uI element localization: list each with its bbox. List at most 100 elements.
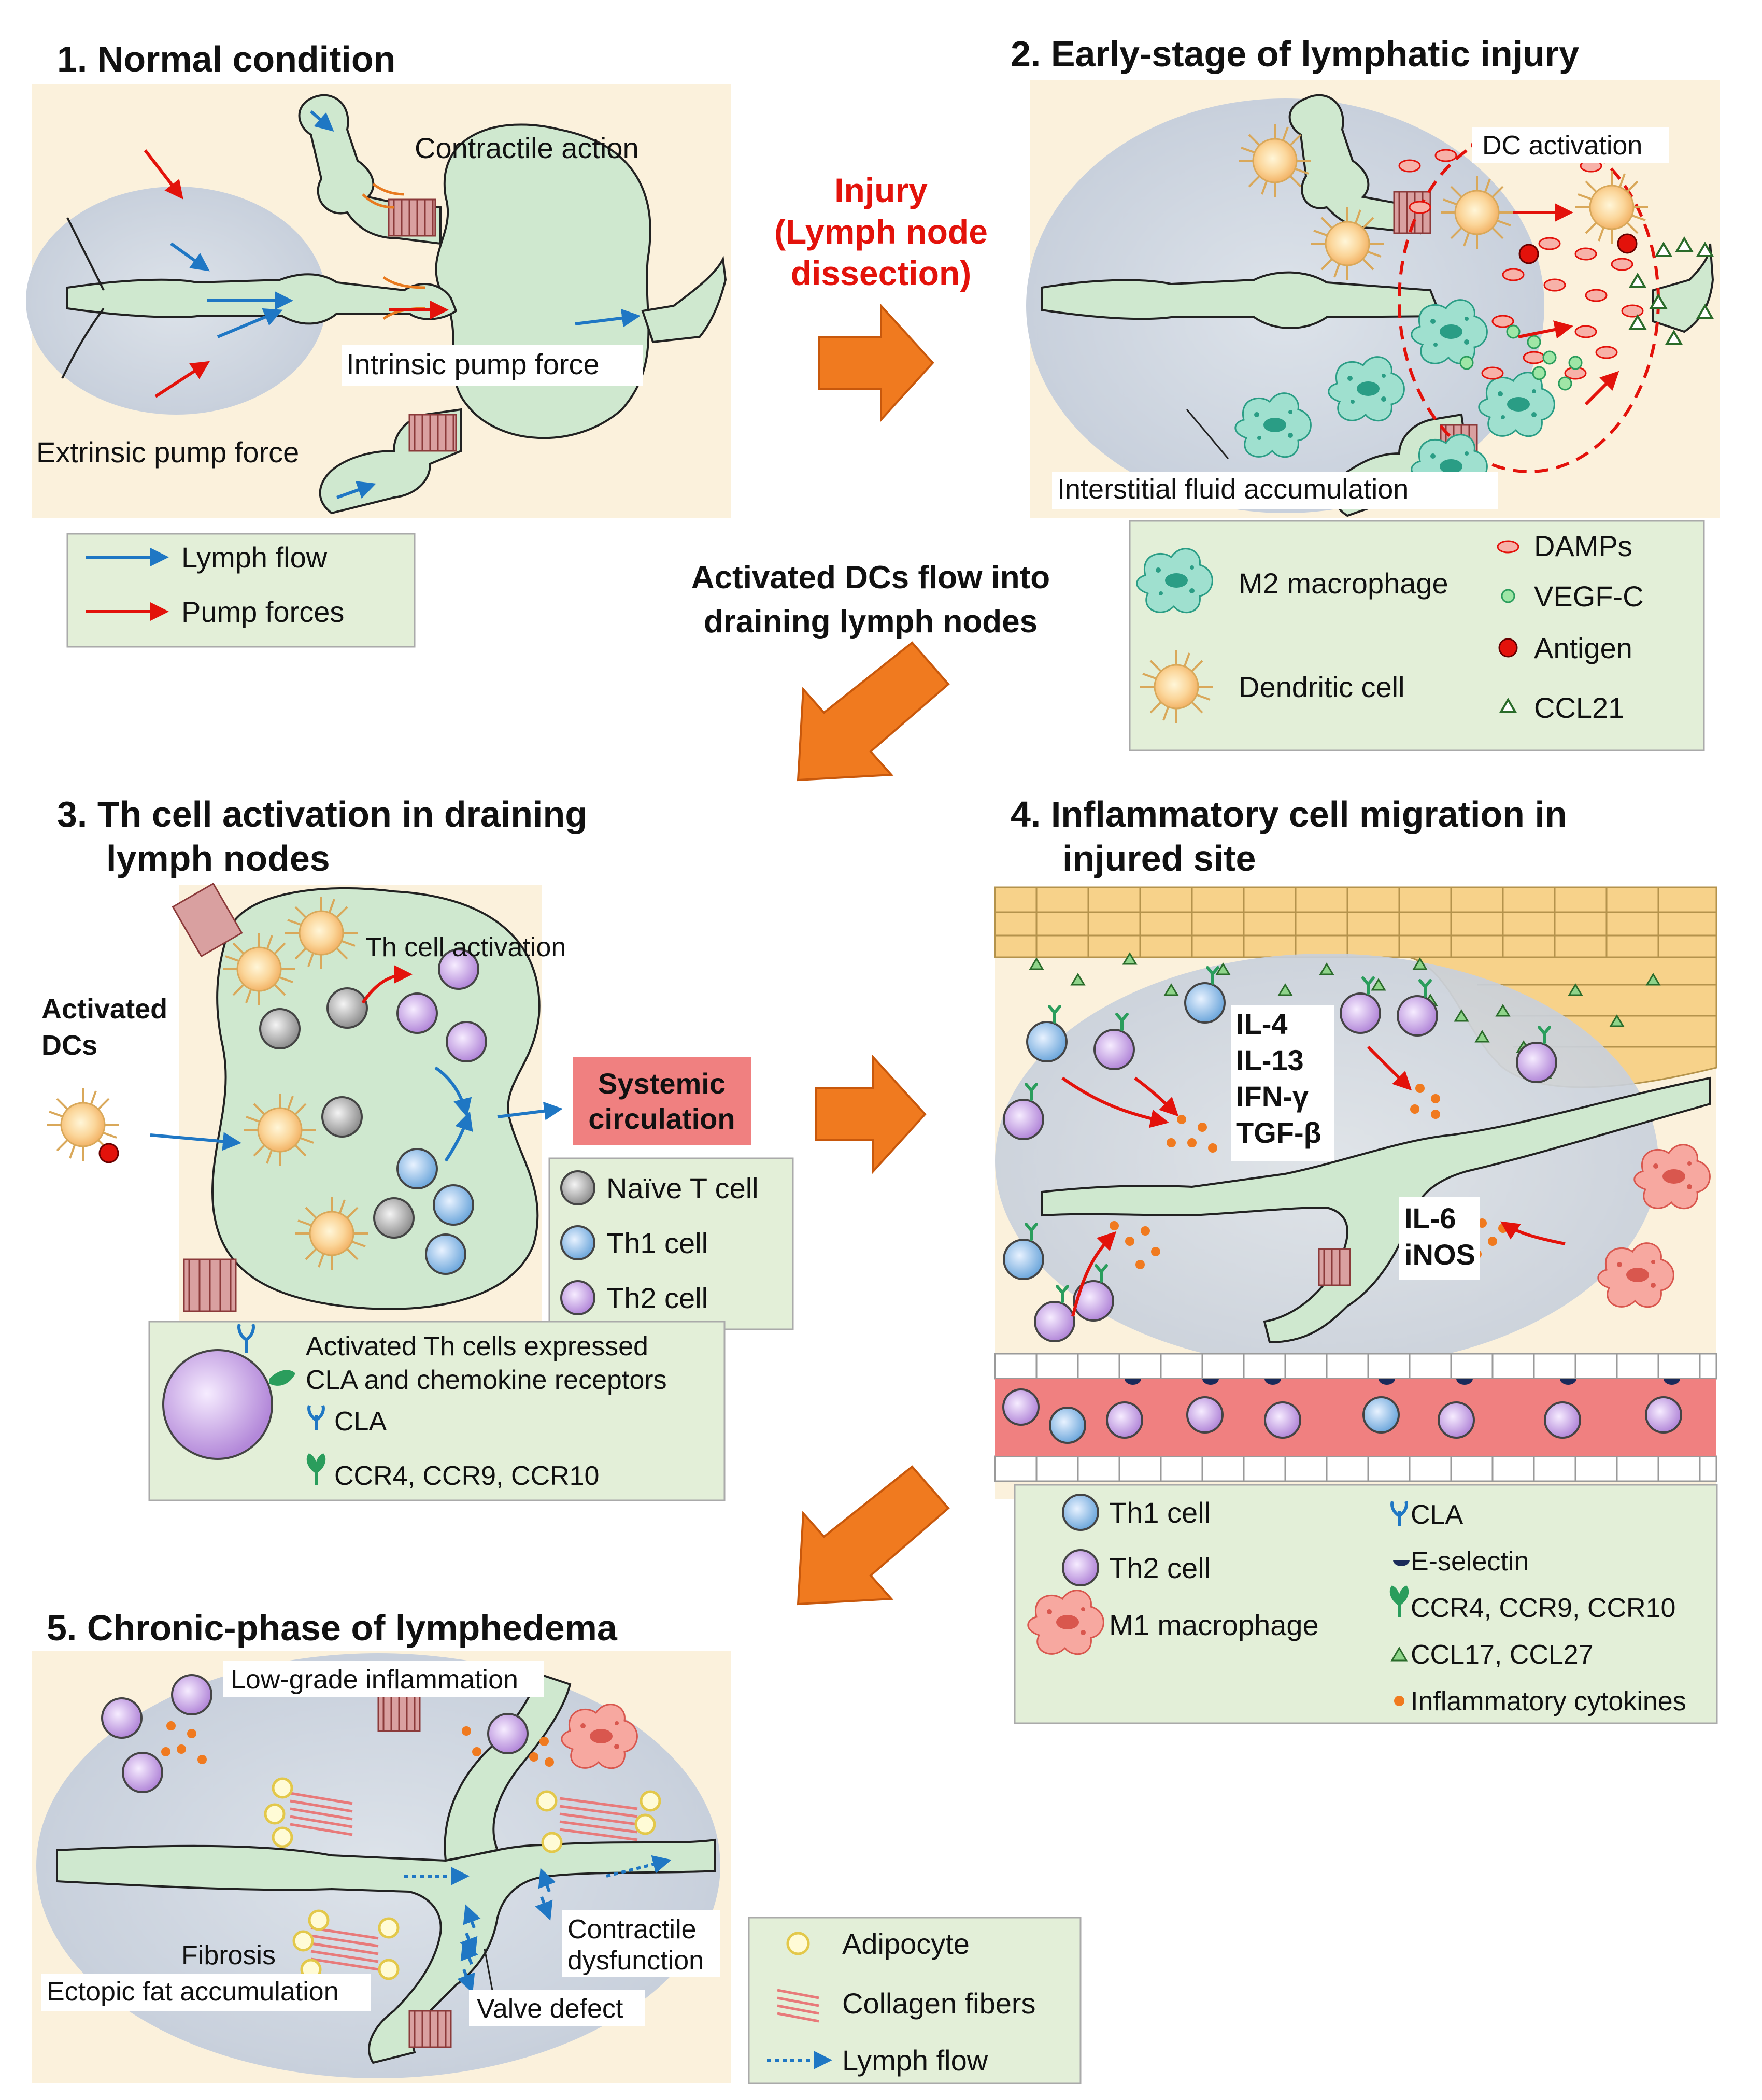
activated-dcs-label-1: Activated	[41, 994, 167, 1025]
legend-ccl-label: CCL17, CCL27	[1411, 1640, 1594, 1670]
panel-3-flow-arrows	[150, 1066, 563, 1162]
ccl21-particles	[1628, 236, 1714, 345]
legend-damps-label: DAMPs	[1534, 530, 1632, 562]
contractile-label-bg	[562, 1910, 720, 1977]
muscle-band-bottom	[408, 414, 457, 452]
interstitial-fluid-label: Interstitial fluid accumulation	[1057, 474, 1409, 505]
legend-dc-label: Dendritic cell	[1239, 671, 1405, 703]
th1-cell	[1003, 1239, 1044, 1280]
legend-dc-icon	[1139, 649, 1214, 724]
th2-cell	[122, 1752, 163, 1793]
vegf-c-particles	[1459, 324, 1583, 391]
dc-activation-label: DC activation	[1482, 131, 1642, 161]
legend-vegfc-icon	[1501, 589, 1515, 603]
th2-cell	[1645, 1396, 1682, 1434]
lymph-node	[435, 123, 651, 439]
legend-e-selectin-icon	[1393, 1560, 1410, 1566]
panel-1-title: 1. Normal condition	[57, 39, 395, 79]
systemic-label-2: circulation	[588, 1102, 735, 1135]
panel-3-th-activation: 3. Th cell activation in draining lymph …	[41, 794, 794, 1501]
legend-naive-label: Naïve T cell	[606, 1172, 759, 1204]
th2-cell	[1438, 1401, 1475, 1439]
dc-flow-transition: Activated DCs flow into draining lymph n…	[691, 560, 1050, 782]
th2-cell	[1340, 992, 1381, 1034]
th1-cell	[1049, 1407, 1086, 1444]
dendritic-cell	[1310, 206, 1385, 281]
interstitial-pointer	[1186, 409, 1229, 459]
panel-5-title: 5. Chronic-phase of lymphedema	[47, 1608, 618, 1648]
cytokine-inos: iNOS	[1404, 1238, 1475, 1271]
contractile-dysfunction-label-2: dysfunction	[567, 1946, 704, 1976]
th-cell-activation-label: Th cell activation	[365, 932, 566, 962]
th1-cell	[1362, 1396, 1400, 1434]
contractile-dysfunction-label-1: Contractile	[567, 1914, 697, 1945]
cytokine-ifng: IFN-γ	[1236, 1080, 1309, 1113]
blood-vessel-lumen	[995, 1379, 1716, 1456]
injury-label-3: dissection)	[791, 254, 971, 292]
antigen-particles	[1518, 233, 1638, 264]
naive-t-cell	[373, 1197, 415, 1239]
initial-lymphatic	[66, 273, 458, 325]
legend-th2-label: Th2 cell	[606, 1282, 708, 1314]
systemic-circulation-box	[573, 1057, 751, 1145]
th2-cell	[1093, 1029, 1135, 1070]
legend-e-selectin-label: E-selectin	[1411, 1546, 1529, 1577]
panel-4-legend	[1014, 1484, 1718, 1724]
chronic-big-arrow	[797, 1465, 950, 1606]
dendritic-cell	[243, 1092, 317, 1167]
cytokine-label-bg	[1231, 1005, 1334, 1161]
pump-force-arrows	[144, 149, 449, 398]
th2-cell	[1073, 1280, 1114, 1322]
th2-cell	[487, 1713, 529, 1754]
th2-cell	[171, 1674, 212, 1715]
dendritic-cell	[284, 896, 359, 970]
dc-flow-label-1: Activated DCs flow into	[691, 560, 1050, 595]
activated-dcs-label-2: DCs	[41, 1030, 97, 1061]
chronic-cytokine-dots	[161, 1721, 554, 1767]
naive-t-cell	[321, 1096, 363, 1138]
th2-cell	[1186, 1396, 1224, 1434]
th2-cell	[1034, 1301, 1075, 1342]
low-grade-inflammation-label: Low-grade inflammation	[231, 1665, 518, 1695]
collagen-fibers	[290, 1792, 638, 1971]
dendritic-cell	[294, 1196, 369, 1271]
th1-cell	[1026, 1021, 1068, 1062]
dc-flow-label-2: draining lymph nodes	[704, 604, 1038, 640]
injury-transition: Injury (Lymph node dissection)	[774, 171, 988, 423]
legend-th2-label: Th2 cell	[1109, 1552, 1211, 1584]
th1-cell	[425, 1233, 466, 1275]
legend-th1-label: Th1 cell	[606, 1227, 708, 1259]
cla-box-line-2: CLA and chemokine receptors	[306, 1365, 667, 1395]
panel-2-efferent-vessel	[1652, 243, 1714, 333]
panel-4-title-1: 4. Inflammatory cell migration in	[1011, 794, 1567, 834]
legend-ccr-icon	[1389, 1585, 1409, 1617]
lymph-flow-arrows	[170, 110, 641, 499]
panel-2-legend	[1129, 520, 1705, 751]
legend-th2-icon	[1062, 1549, 1099, 1586]
th2-cell	[396, 992, 438, 1034]
legend-th2-icon	[560, 1280, 595, 1315]
vessel-wall-cell-lines	[1035, 1354, 1701, 1481]
legend-ccl21-icon	[1499, 698, 1517, 713]
legend-m1-label: M1 macrophage	[1109, 1609, 1319, 1641]
panel-3-title-1: 3. Th cell activation in draining	[57, 794, 587, 834]
cytokine-il4: IL-4	[1236, 1008, 1288, 1040]
legend-ccr-label: CCR4, CCR9, CCR10	[334, 1461, 599, 1491]
th-activation-arrow	[361, 965, 413, 1004]
th2-cell	[1516, 1042, 1557, 1083]
dc-activation-label-bg	[1472, 127, 1669, 163]
naive-t-cell	[326, 987, 368, 1029]
legend-antigen-label: Antigen	[1534, 632, 1632, 664]
fibrosis-label: Fibrosis	[181, 1940, 276, 1970]
legend-adipocyte-label: Adipocyte	[842, 1927, 970, 1960]
panel-4-red-arrows	[1061, 1045, 1566, 1317]
dendritic-cell	[1574, 170, 1649, 245]
th2-cell	[1003, 1099, 1044, 1140]
legend-damps-icon	[1497, 540, 1519, 554]
th2-cell	[1397, 995, 1438, 1037]
valve-defect-label: Valve defect	[477, 1994, 623, 2024]
th1-cell	[433, 1184, 474, 1226]
legend-m2-label: M2 macrophage	[1239, 567, 1448, 600]
valve-label-bg	[469, 1990, 645, 2026]
